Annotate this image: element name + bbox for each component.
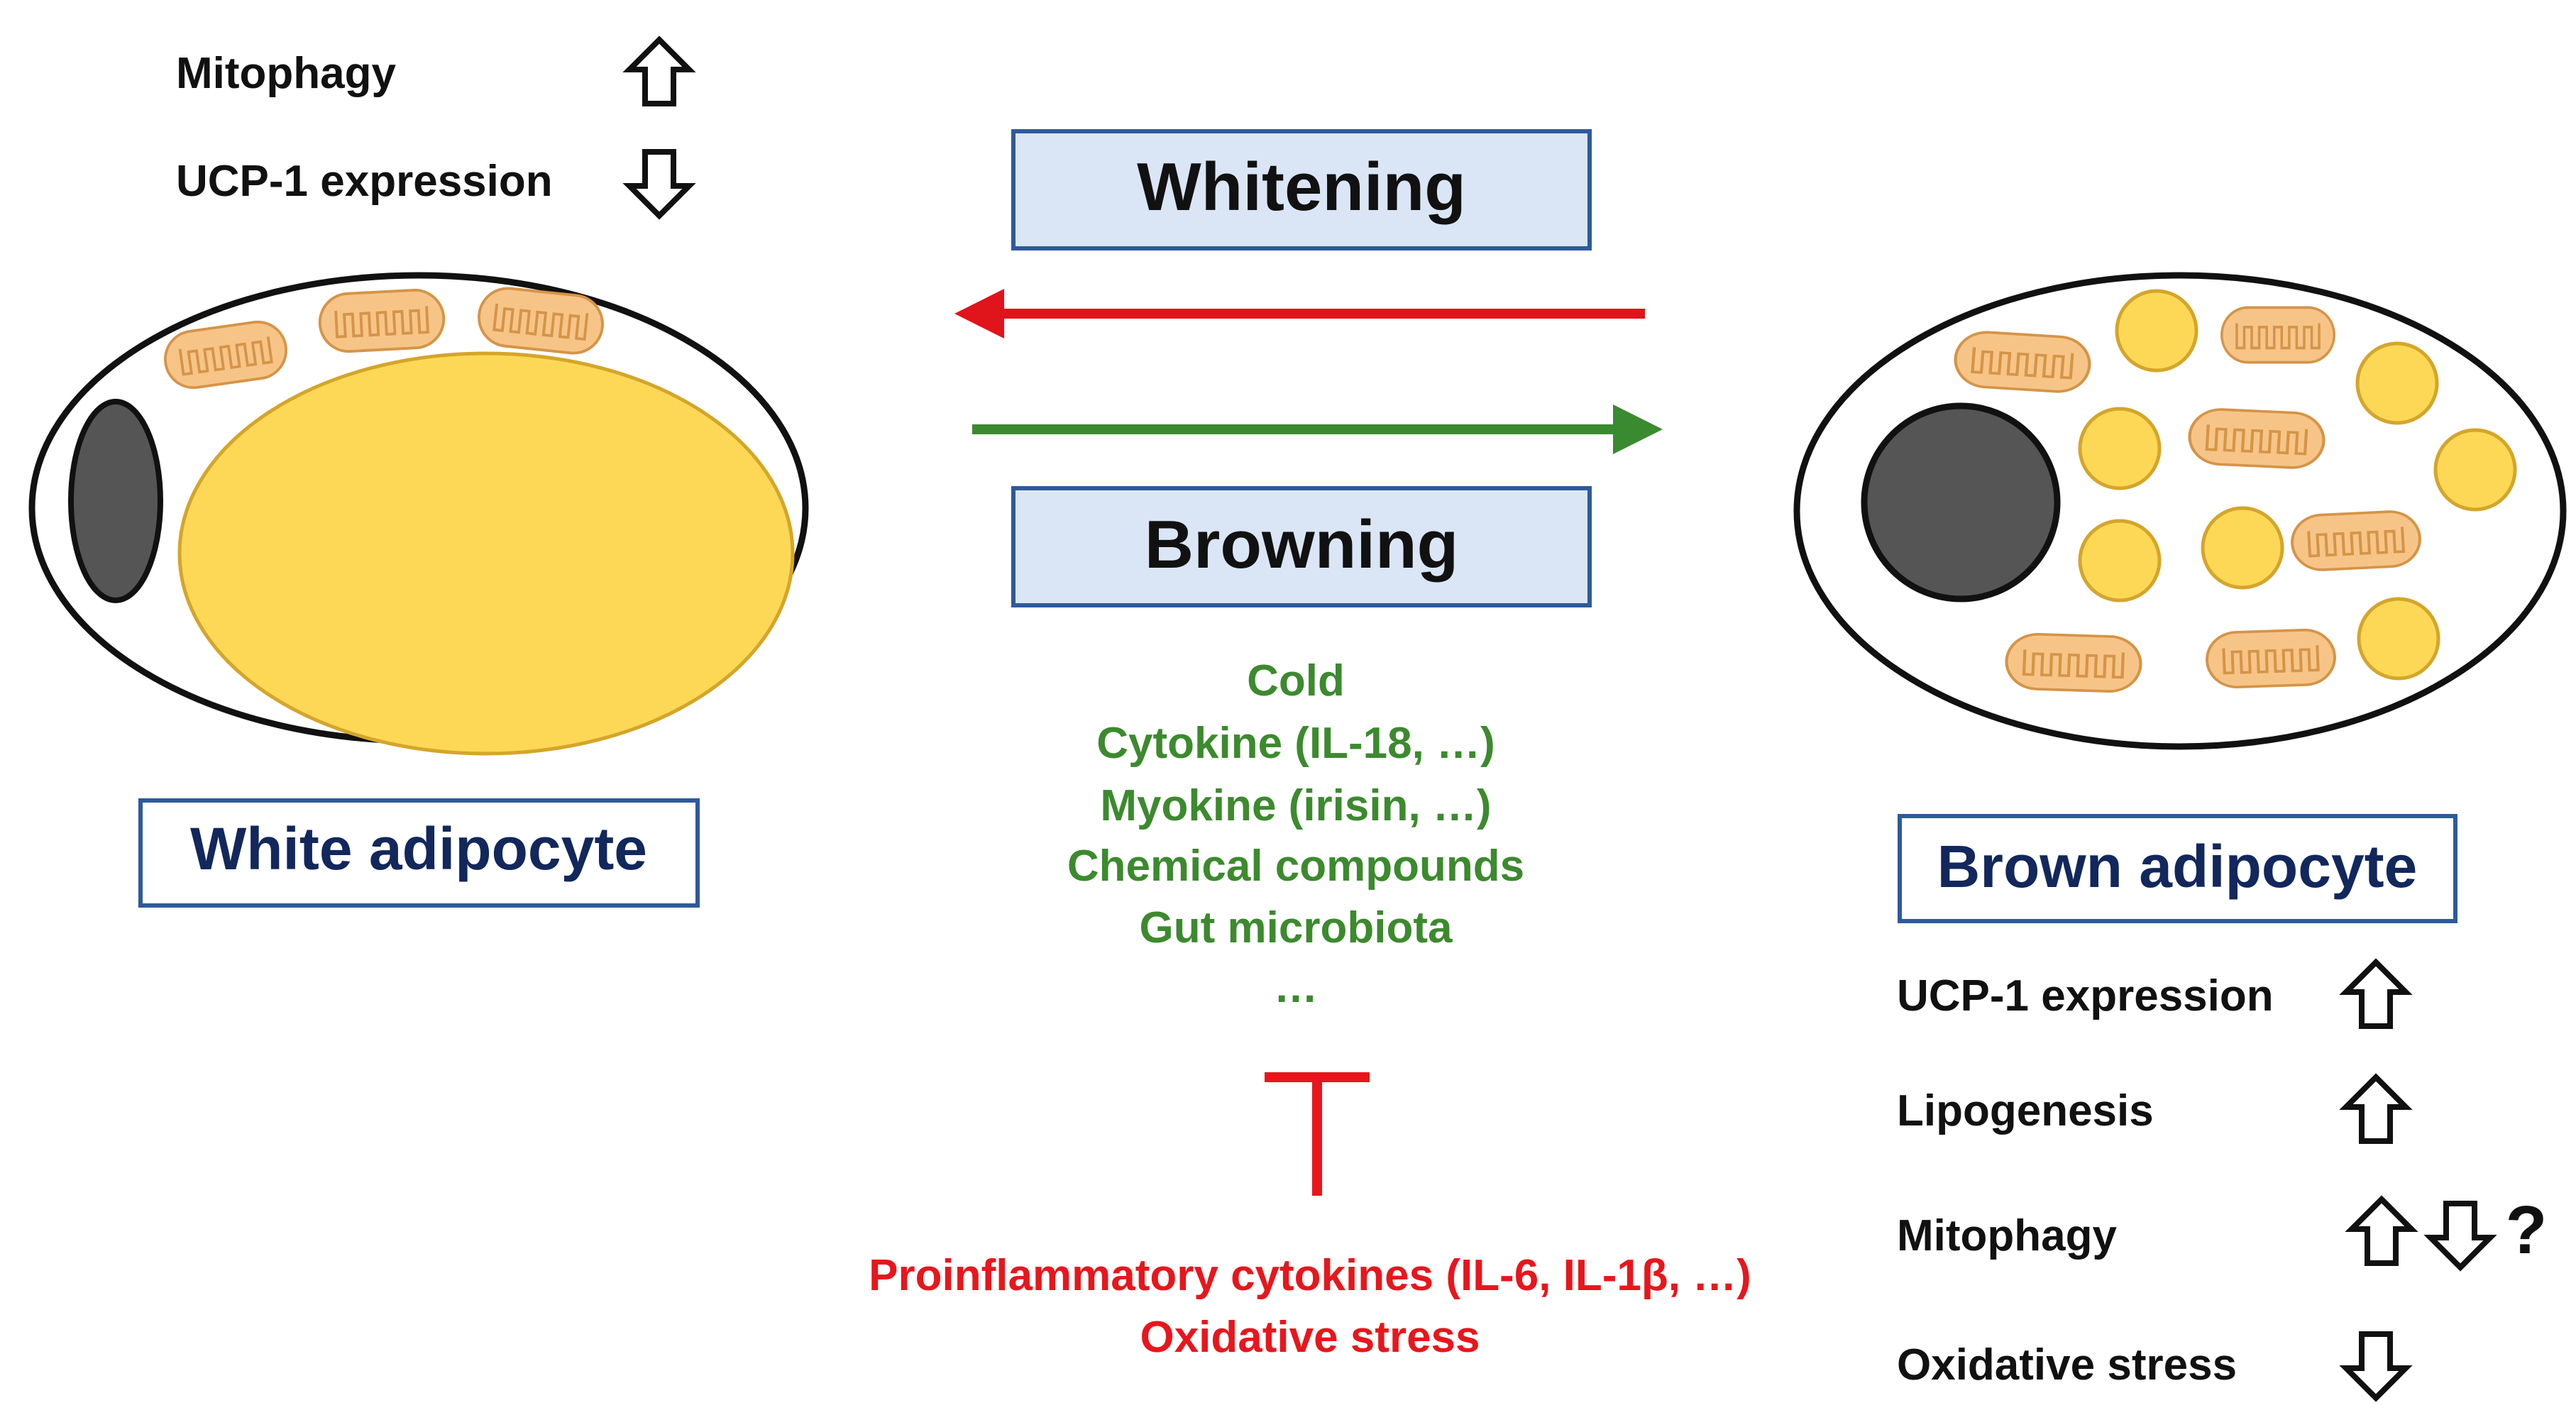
inducer: … xyxy=(1274,963,1318,1012)
inducer: Gut microbiota xyxy=(1140,903,1453,952)
mitochondrion xyxy=(2005,633,2142,692)
browning-inhibitors: Proinflammatory cytokines (IL-6, IL-1β, … xyxy=(869,1251,1751,1362)
nucleus xyxy=(1861,402,2061,602)
arrow-down-icon xyxy=(2339,1331,2413,1402)
inducer: Myokine (irisin, …) xyxy=(1100,781,1491,830)
inducer: Chemical compounds xyxy=(1067,842,1524,891)
cell-label: White adipocyte xyxy=(190,815,647,882)
label-box xyxy=(1011,486,1592,607)
marker-label: Mitophagy xyxy=(176,49,396,98)
inducer: Cold xyxy=(1247,656,1345,705)
arrow-down-icon xyxy=(622,149,696,220)
lipid-droplet xyxy=(2201,506,2284,590)
arrow-up-icon xyxy=(622,35,696,106)
marker-label: Lipogenesis xyxy=(1897,1086,2154,1135)
whitening-text: Whitening xyxy=(1137,149,1466,225)
lipid-droplet xyxy=(2357,597,2440,681)
label-box xyxy=(1898,814,2457,923)
inducer: Cytokine (IL-18, …) xyxy=(1096,719,1495,768)
arrow-down-icon xyxy=(2423,1201,2497,1272)
nucleus xyxy=(68,399,163,603)
label-box xyxy=(138,798,700,908)
lipid-droplet xyxy=(2078,519,2162,602)
label-box xyxy=(1011,129,1592,250)
arrow-up-icon xyxy=(2345,1195,2418,1266)
arrow-up-icon xyxy=(2339,1073,2413,1144)
brown-adipocyte-label: Brown adipocyte xyxy=(1898,814,2457,923)
inhibitor: Proinflammatory cytokines (IL-6, IL-1β, … xyxy=(869,1251,1751,1300)
browning-text: Browning xyxy=(1145,507,1459,583)
cell-label: Brown adipocyte xyxy=(1937,833,2418,900)
mitochondrion xyxy=(2188,408,2325,469)
mitochondrion xyxy=(2206,629,2336,688)
marker-label: UCP-1 expression xyxy=(1897,971,2274,1020)
marker-label: Mitophagy xyxy=(1897,1211,2117,1260)
lipid-droplet xyxy=(2433,428,2517,512)
browning-inducers: Cold Cytokine (IL-18, …) Myokine (irisin… xyxy=(1067,656,1524,1012)
white-adipocyte-markers: Mitophagy UCP-1 expression xyxy=(176,35,696,220)
white-adipocyte-cell xyxy=(28,272,809,756)
marker-label: Oxidative stress xyxy=(1897,1340,2237,1389)
brown-adipocyte-cell xyxy=(1793,272,2567,750)
whitening-label: Whitening xyxy=(1011,129,1592,250)
mitochondrion xyxy=(1954,331,2092,394)
marker-label: UCP-1 expression xyxy=(176,157,553,206)
mitochondrion xyxy=(2291,510,2421,571)
brown-adipocyte-markers: UCP-1 expression Lipogenesis Mitophagy ?… xyxy=(1897,958,2548,1402)
browning-label: Browning xyxy=(1011,486,1592,607)
white-adipocyte-label: White adipocyte xyxy=(138,798,700,908)
lipid-droplet xyxy=(2078,407,2162,490)
lipid-droplet xyxy=(177,351,795,756)
lipid-droplet xyxy=(2355,341,2439,425)
arrow-up-icon xyxy=(2339,958,2413,1029)
mitochondrion xyxy=(2220,306,2336,364)
inhibitor: Oxidative stress xyxy=(1140,1313,1480,1362)
mitochondrion xyxy=(317,287,447,355)
uncertain-mark: ? xyxy=(2506,1192,2548,1268)
inhibition-symbol xyxy=(1265,1072,1370,1196)
lipid-droplet xyxy=(2115,289,2198,373)
